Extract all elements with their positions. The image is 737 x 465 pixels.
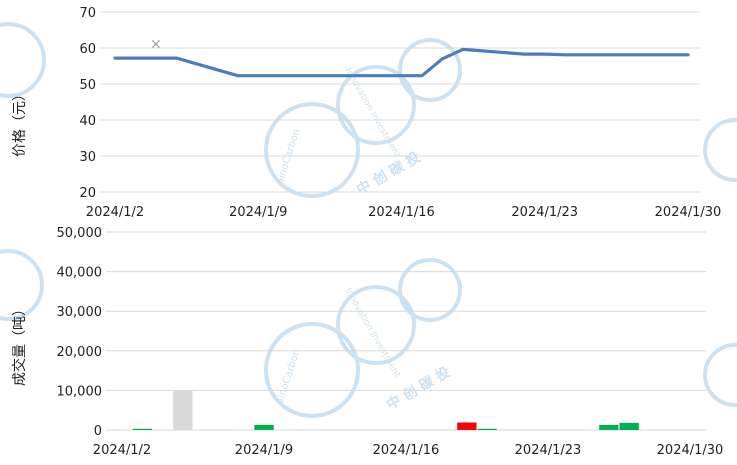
price-data-point [154,56,158,60]
price-data-point [277,74,280,77]
price-data-point [236,74,239,77]
volume-y-tick-label: 20,000 [57,345,103,360]
price-marker: × [150,37,162,53]
watermark-tagline-text: Innovation Investment [342,287,402,380]
volume-y-tick-label: 10,000 [57,384,103,399]
price-y-tick-label: 20 [79,186,96,201]
volume-y-tick-label: 0 [94,424,102,439]
volume-bar [619,422,639,430]
price-data-point [666,53,669,57]
price-y-tick-label: 30 [79,150,96,165]
watermark-logo-top [0,22,737,198]
price-data-point [686,53,690,57]
price-y-tick-label: 60 [79,42,96,57]
price-x-tick-label: 2024/1/2 [86,205,144,220]
watermark-ring [336,65,416,145]
volume-x-tick-label: 2024/1/30 [657,443,724,458]
volume-x-tick-label: 2024/1/23 [515,443,582,458]
price-x-tick-label: 2024/1/23 [511,205,578,220]
volume-chart: 0 10,000 20,000 30,000 40,000 50,000 2024/1/2… [11,226,723,458]
price-y-tick-label: 50 [79,78,96,93]
watermark-ring [0,249,44,321]
price-data-point [543,52,546,56]
price-data-point [564,53,567,57]
price-y-tick-label: 40 [79,114,96,129]
volume-bars [132,390,639,430]
price-data-point [400,74,403,77]
price-data-point [175,56,178,60]
price-data-point [379,74,383,77]
watermark-tagline-text: Innovation Investment [342,67,402,160]
watermark-brand-text: SinoCarbon [274,128,302,186]
price-data-point [318,74,321,77]
price-data-point [113,56,117,60]
watermark-ring [398,38,462,102]
price-x-tick-label: 2024/1/30 [655,205,722,220]
volume-x-tick-label: 2024/1/9 [235,443,293,458]
volume-y-tick-label: 50,000 [57,226,103,241]
price-markers: × [150,37,162,53]
volume-bar [477,428,497,430]
price-y-axis: 20 30 40 50 60 70 [79,6,96,201]
volume-bar [132,428,152,430]
volume-y-tick-label: 40,000 [57,266,103,281]
price-x-axis: 2024/1/2 2024/1/9 2024/1/16 2024/1/23 2024/1… [86,205,722,220]
volume-bar [599,424,619,430]
watermark-ring [398,258,462,322]
watermark: SinoCarbon SinoCarbon Innovation Investm… [0,22,737,418]
volume-bar [173,390,193,430]
price-data-point [523,52,526,56]
price-x-tick-label: 2024/1/16 [368,205,435,220]
watermark-logo-bottom [0,249,737,418]
price-data-point [297,74,301,77]
volume-bar [457,422,477,430]
watermark-brand-text: SinoCarbon [274,348,302,406]
price-data-point [134,56,137,60]
watermark-ring [703,118,737,182]
price-y-axis-label: 价格（元） [12,87,28,157]
price-data-point [420,74,424,77]
watermark-ring [264,102,360,198]
price-data-point [461,48,465,51]
watermark-ring [703,343,737,407]
price-data-point [584,53,587,57]
volume-x-axis: 2024/1/2 2024/1/9 2024/1/16 2024/1/23 2024/1… [93,443,724,458]
volume-x-tick-label: 2024/1/2 [93,443,151,458]
price-data-point [604,53,608,57]
volume-x-tick-label: 2024/1/16 [373,443,440,458]
volume-y-tick-label: 30,000 [57,305,103,320]
price-series [113,47,690,78]
price-grid [100,11,700,193]
price-data-point [257,74,260,77]
price-y-tick-label: 70 [79,6,96,21]
volume-y-axis-label: 成交量（吨） [11,302,28,386]
price-x-tick-label: 2024/1/9 [229,205,287,220]
volume-bar [254,424,274,430]
watermark-ring [264,322,360,418]
price-data-point [441,57,444,60]
watermark-ring [0,22,46,98]
watermark-ring [336,285,416,365]
volume-y-axis: 0 10,000 20,000 30,000 40,000 50,000 [57,226,103,439]
